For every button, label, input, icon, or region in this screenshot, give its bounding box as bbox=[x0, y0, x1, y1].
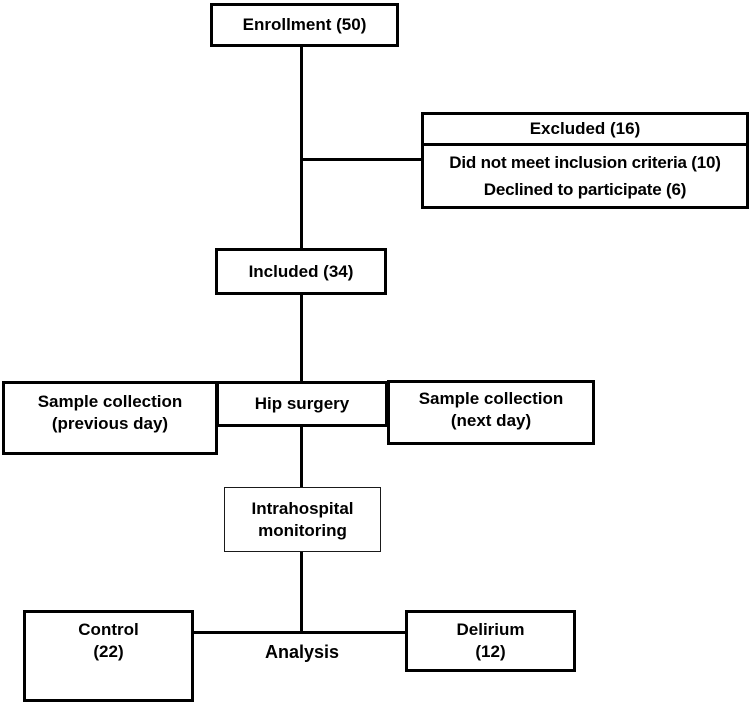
delirium-line1: Delirium bbox=[456, 620, 525, 639]
control-box: Control (22) bbox=[23, 610, 194, 702]
excluded-reasons: Did not meet inclusion criteria (10) Dec… bbox=[424, 146, 746, 206]
enrollment-box: Enrollment (50) bbox=[210, 3, 399, 47]
included-label: Included (34) bbox=[248, 261, 354, 281]
excluded-header: Excluded (16) bbox=[424, 115, 746, 146]
control-line2: (22) bbox=[93, 642, 124, 661]
connector-enrollment-to-included bbox=[300, 47, 303, 248]
sample-next-line2: (next day) bbox=[450, 411, 532, 430]
monitoring-line2: monitoring bbox=[258, 520, 347, 540]
connector-included-to-surgery bbox=[300, 295, 303, 381]
excluded-reason-1: Did not meet inclusion criteria (10) bbox=[449, 153, 721, 172]
sample-next-line1: Sample collection bbox=[418, 389, 564, 408]
included-box: Included (34) bbox=[215, 248, 387, 295]
analysis-label: Analysis bbox=[264, 641, 340, 662]
hip-surgery-label: Hip surgery bbox=[254, 394, 350, 413]
excluded-box: Excluded (16) Did not meet inclusion cri… bbox=[421, 112, 749, 209]
sample-previous-line1: Sample collection bbox=[37, 392, 183, 411]
delirium-box: Delirium (12) bbox=[405, 610, 576, 672]
connector-branch-to-excluded bbox=[302, 158, 421, 161]
monitoring-line1: Intrahospital bbox=[251, 498, 354, 518]
sample-collection-next-box: Sample collection (next day) bbox=[387, 380, 595, 445]
control-line1: Control bbox=[78, 620, 139, 639]
intrahospital-monitoring-box: Intrahospital monitoring bbox=[224, 487, 381, 552]
excluded-header-label: Excluded (16) bbox=[529, 119, 641, 138]
delirium-line2: (12) bbox=[475, 642, 506, 661]
sample-previous-line2: (previous day) bbox=[51, 414, 169, 433]
connector-surgery-to-monitoring bbox=[300, 427, 303, 487]
sample-collection-previous-box: Sample collection (previous day) bbox=[2, 381, 218, 455]
excluded-reason-2: Declined to participate (6) bbox=[483, 180, 687, 199]
enrollment-label: Enrollment (50) bbox=[242, 15, 367, 34]
connector-analysis-horizontal bbox=[194, 631, 405, 634]
hip-surgery-box: Hip surgery bbox=[216, 381, 388, 427]
connector-monitoring-to-analysis bbox=[300, 552, 303, 634]
